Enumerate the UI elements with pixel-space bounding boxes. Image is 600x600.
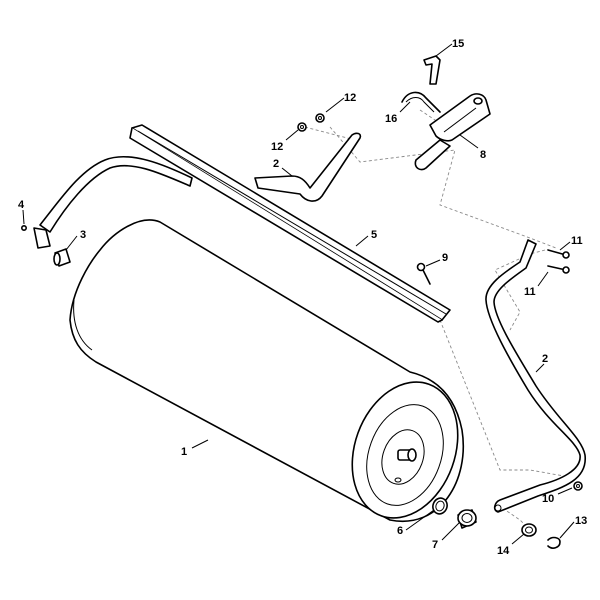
- scraper-bar: [129, 124, 451, 323]
- callout-9: 9: [442, 252, 448, 264]
- nut: [573, 481, 583, 491]
- callout-1: 1: [181, 446, 187, 458]
- callout-4: 4: [18, 199, 25, 211]
- callout-12-left: 12: [271, 141, 283, 153]
- callout-2-right: 2: [542, 353, 548, 365]
- handle-bar-left: [33, 132, 362, 249]
- callout-11-top: 11: [571, 235, 583, 247]
- callout-11-bottom: 11: [524, 286, 536, 298]
- callout-7: 7: [432, 539, 438, 551]
- callout-13: 13: [575, 515, 587, 527]
- callout-12-top: 12: [344, 92, 356, 104]
- hair-clip: [401, 91, 441, 113]
- washer: [432, 497, 448, 515]
- callout-labels: 1 2 2 3 4 5 6 7 8 9 10 11 11 12 12 13 14…: [18, 38, 587, 557]
- leader-lines: [22, 43, 575, 545]
- callout-8: 8: [480, 149, 486, 161]
- roller-drum: [69, 219, 464, 523]
- callout-3: 3: [80, 229, 86, 241]
- bolt: [416, 262, 431, 285]
- pin: [20, 225, 27, 232]
- callout-5: 5: [371, 229, 377, 241]
- drain-plug: [457, 509, 477, 529]
- bushing: [53, 248, 71, 267]
- l-pin: [423, 55, 441, 85]
- clip: [547, 536, 561, 549]
- callout-15: 15: [452, 38, 464, 50]
- callout-2-top: 2: [273, 158, 279, 170]
- handle-bar-right: [485, 239, 586, 513]
- callout-14: 14: [497, 545, 510, 557]
- washer-small: [521, 523, 537, 537]
- callout-6: 6: [397, 525, 403, 537]
- callout-16: 16: [385, 113, 397, 125]
- callout-10: 10: [542, 493, 554, 505]
- latch-lever: [414, 93, 491, 171]
- nuts-top: [297, 113, 325, 132]
- screws: [547, 249, 570, 274]
